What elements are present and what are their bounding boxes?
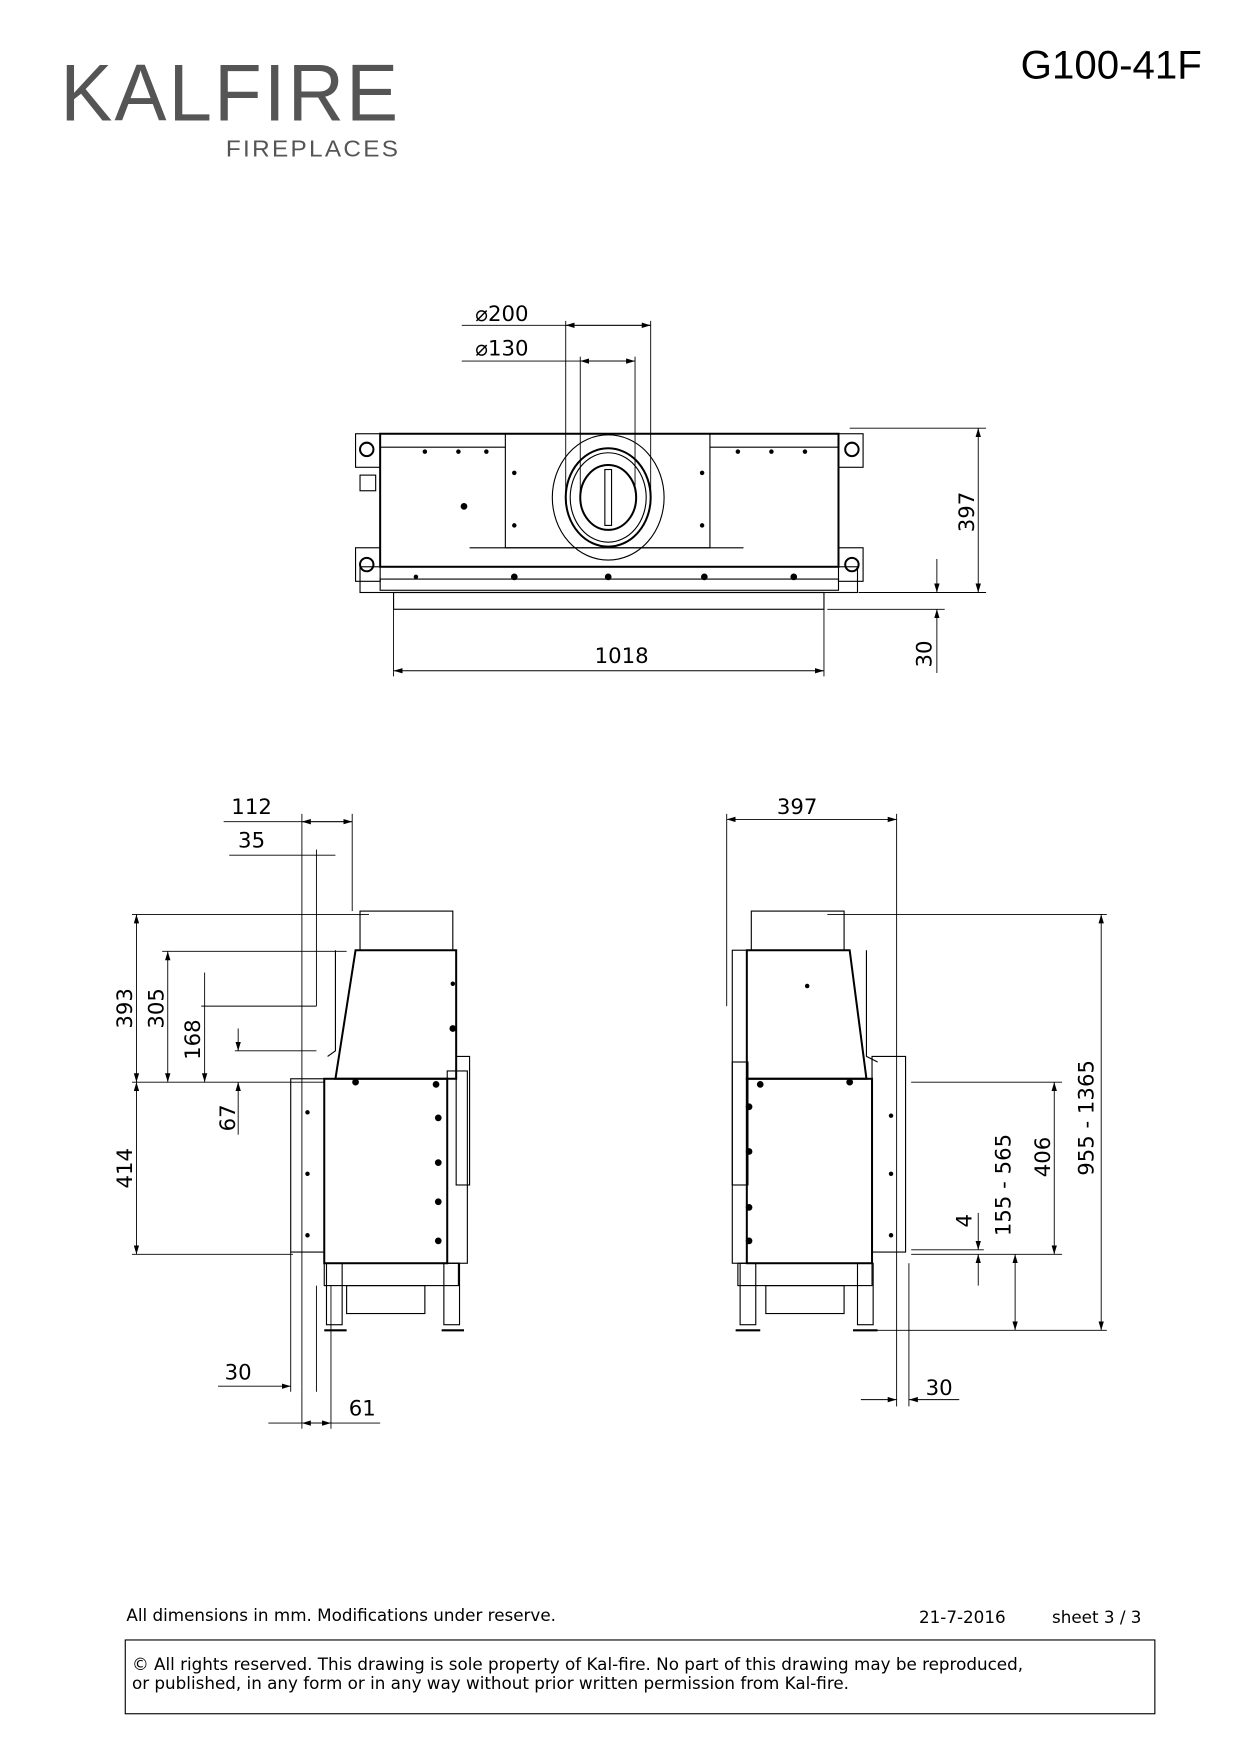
dim-67: 67 bbox=[216, 1104, 241, 1131]
copyright-box bbox=[124, 1639, 1156, 1715]
sheet-number: sheet 3 / 3 bbox=[1052, 1607, 1141, 1627]
dim-955-1365: 955 - 1365 bbox=[1074, 1060, 1099, 1176]
dim-168: 168 bbox=[181, 1019, 206, 1060]
dim-112: 112 bbox=[231, 795, 272, 820]
dim-155-565: 155 - 565 bbox=[992, 1134, 1017, 1236]
dim-35: 35 bbox=[238, 828, 265, 853]
dim-left-30: 30 bbox=[225, 1361, 252, 1386]
top-view: ⌀200 ⌀130 397 30 1018 bbox=[354, 302, 987, 677]
dim-front-offset: 30 bbox=[912, 640, 937, 667]
dim-flue-outer-diameter: ⌀200 bbox=[475, 302, 528, 327]
dim-305: 305 bbox=[144, 988, 169, 1029]
dim-flue-inner-diameter: ⌀130 bbox=[475, 336, 528, 361]
dim-414: 414 bbox=[113, 1148, 138, 1189]
kalfire-logo: KALFIRE FIREPLACES bbox=[60, 49, 400, 162]
dim-4: 4 bbox=[953, 1214, 978, 1228]
dim-61: 61 bbox=[349, 1396, 376, 1421]
dim-right-397: 397 bbox=[777, 795, 818, 820]
copyright-line-1: © All rights reserved. This drawing is s… bbox=[132, 1654, 1023, 1674]
copyright-line-2: or published, in any form or in any way … bbox=[132, 1673, 849, 1693]
logo-subtitle: FIREPLACES bbox=[226, 136, 400, 162]
dim-393: 393 bbox=[113, 988, 138, 1029]
right-side-view: 397 955 - 1365 406 155 - 565 4 30 bbox=[726, 795, 1107, 1407]
logo-brand: KALFIRE bbox=[60, 49, 400, 139]
dim-right-30: 30 bbox=[926, 1376, 953, 1401]
dim-406: 406 bbox=[1031, 1137, 1056, 1178]
model-number: G100-41F bbox=[1021, 42, 1202, 87]
dim-width: 1018 bbox=[595, 644, 649, 669]
left-side-view: 112 35 393 305 168 67 414 30 61 bbox=[113, 795, 471, 1429]
drawing-date: 21-7-2016 bbox=[919, 1607, 1006, 1627]
dimensions-note: All dimensions in mm. Modifications unde… bbox=[126, 1605, 556, 1625]
dim-depth: 397 bbox=[955, 492, 980, 533]
